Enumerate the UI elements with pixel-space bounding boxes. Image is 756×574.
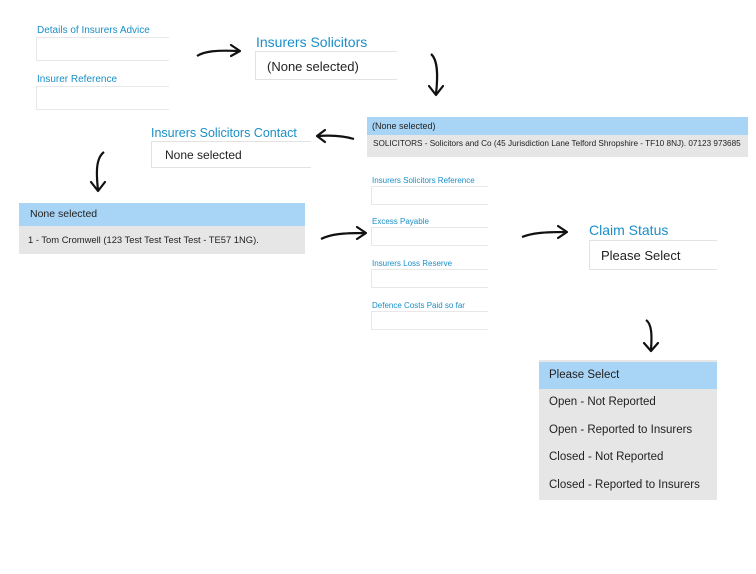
insurer-reference-label: Insurer Reference [37, 74, 118, 85]
dropdown-option[interactable]: Open - Not Reported [549, 396, 656, 408]
arrow-left-icon [315, 128, 355, 144]
dropdown-option[interactable]: Closed - Not Reported [549, 451, 664, 463]
dropdown-option[interactable]: 1 - Tom Cromwell (123 Test Test Test Tes… [28, 234, 259, 245]
claim-status-label: Claim Status [589, 222, 669, 238]
arrow-right-icon [196, 43, 242, 58]
insurers-loss-reserve-field[interactable] [371, 269, 488, 288]
dropdown-option[interactable]: None selected [19, 203, 305, 226]
arrow-right-icon [521, 224, 569, 240]
arrow-down-icon [642, 319, 660, 353]
insurers-loss-reserve-label: Insurers Loss Reserve [372, 259, 453, 268]
insurers-solicitors-dropdown: (None selected) SOLICITORS - Solicitors … [367, 117, 748, 157]
insurers-solicitors-value: (None selected) [267, 59, 359, 74]
claim-status-select[interactable]: Please Select [589, 240, 717, 270]
insurers-solicitors-select[interactable]: (None selected) [255, 51, 397, 80]
insurers-solicitors-contact-label: Insurers Solicitors Contact [151, 126, 297, 140]
arrow-down-icon [427, 53, 445, 97]
dropdown-option[interactable]: Open - Reported to Insurers [549, 424, 693, 436]
insurers-solicitors-reference-field[interactable] [371, 186, 488, 205]
dropdown-option[interactable]: (None selected) [367, 117, 748, 135]
insurers-solicitors-contact-value: None selected [165, 148, 242, 162]
defence-costs-paid-label: Defence Costs Paid so far [372, 301, 465, 310]
details-of-insurers-advice-label: Details of Insurers Advice [37, 25, 150, 36]
details-of-insurers-advice-field[interactable] [36, 37, 169, 61]
insurers-solicitors-contact-select[interactable]: None selected [151, 141, 311, 168]
excess-payable-label: Excess Payable [372, 217, 429, 226]
dropdown-option[interactable]: Closed - Reported to Insurers [549, 479, 700, 491]
claim-status-dropdown: Please Select Open - Not Reported Open -… [539, 360, 717, 500]
claim-status-value: Please Select [601, 248, 681, 263]
insurer-reference-field[interactable] [36, 86, 169, 110]
dropdown-option[interactable]: SOLICITORS - Solicitors and Co (45 Juris… [373, 139, 741, 148]
excess-payable-field[interactable] [371, 227, 488, 246]
arrow-down-icon [89, 151, 107, 193]
insurers-solicitors-label: Insurers Solicitors [256, 34, 368, 50]
arrow-right-icon [320, 225, 368, 241]
insurers-solicitors-contact-dropdown: None selected 1 - Tom Cromwell (123 Test… [19, 203, 305, 254]
defence-costs-paid-field[interactable] [371, 311, 488, 330]
insurers-solicitors-reference-label: Insurers Solicitors Reference [372, 176, 475, 185]
dropdown-option[interactable]: Please Select [539, 362, 717, 389]
